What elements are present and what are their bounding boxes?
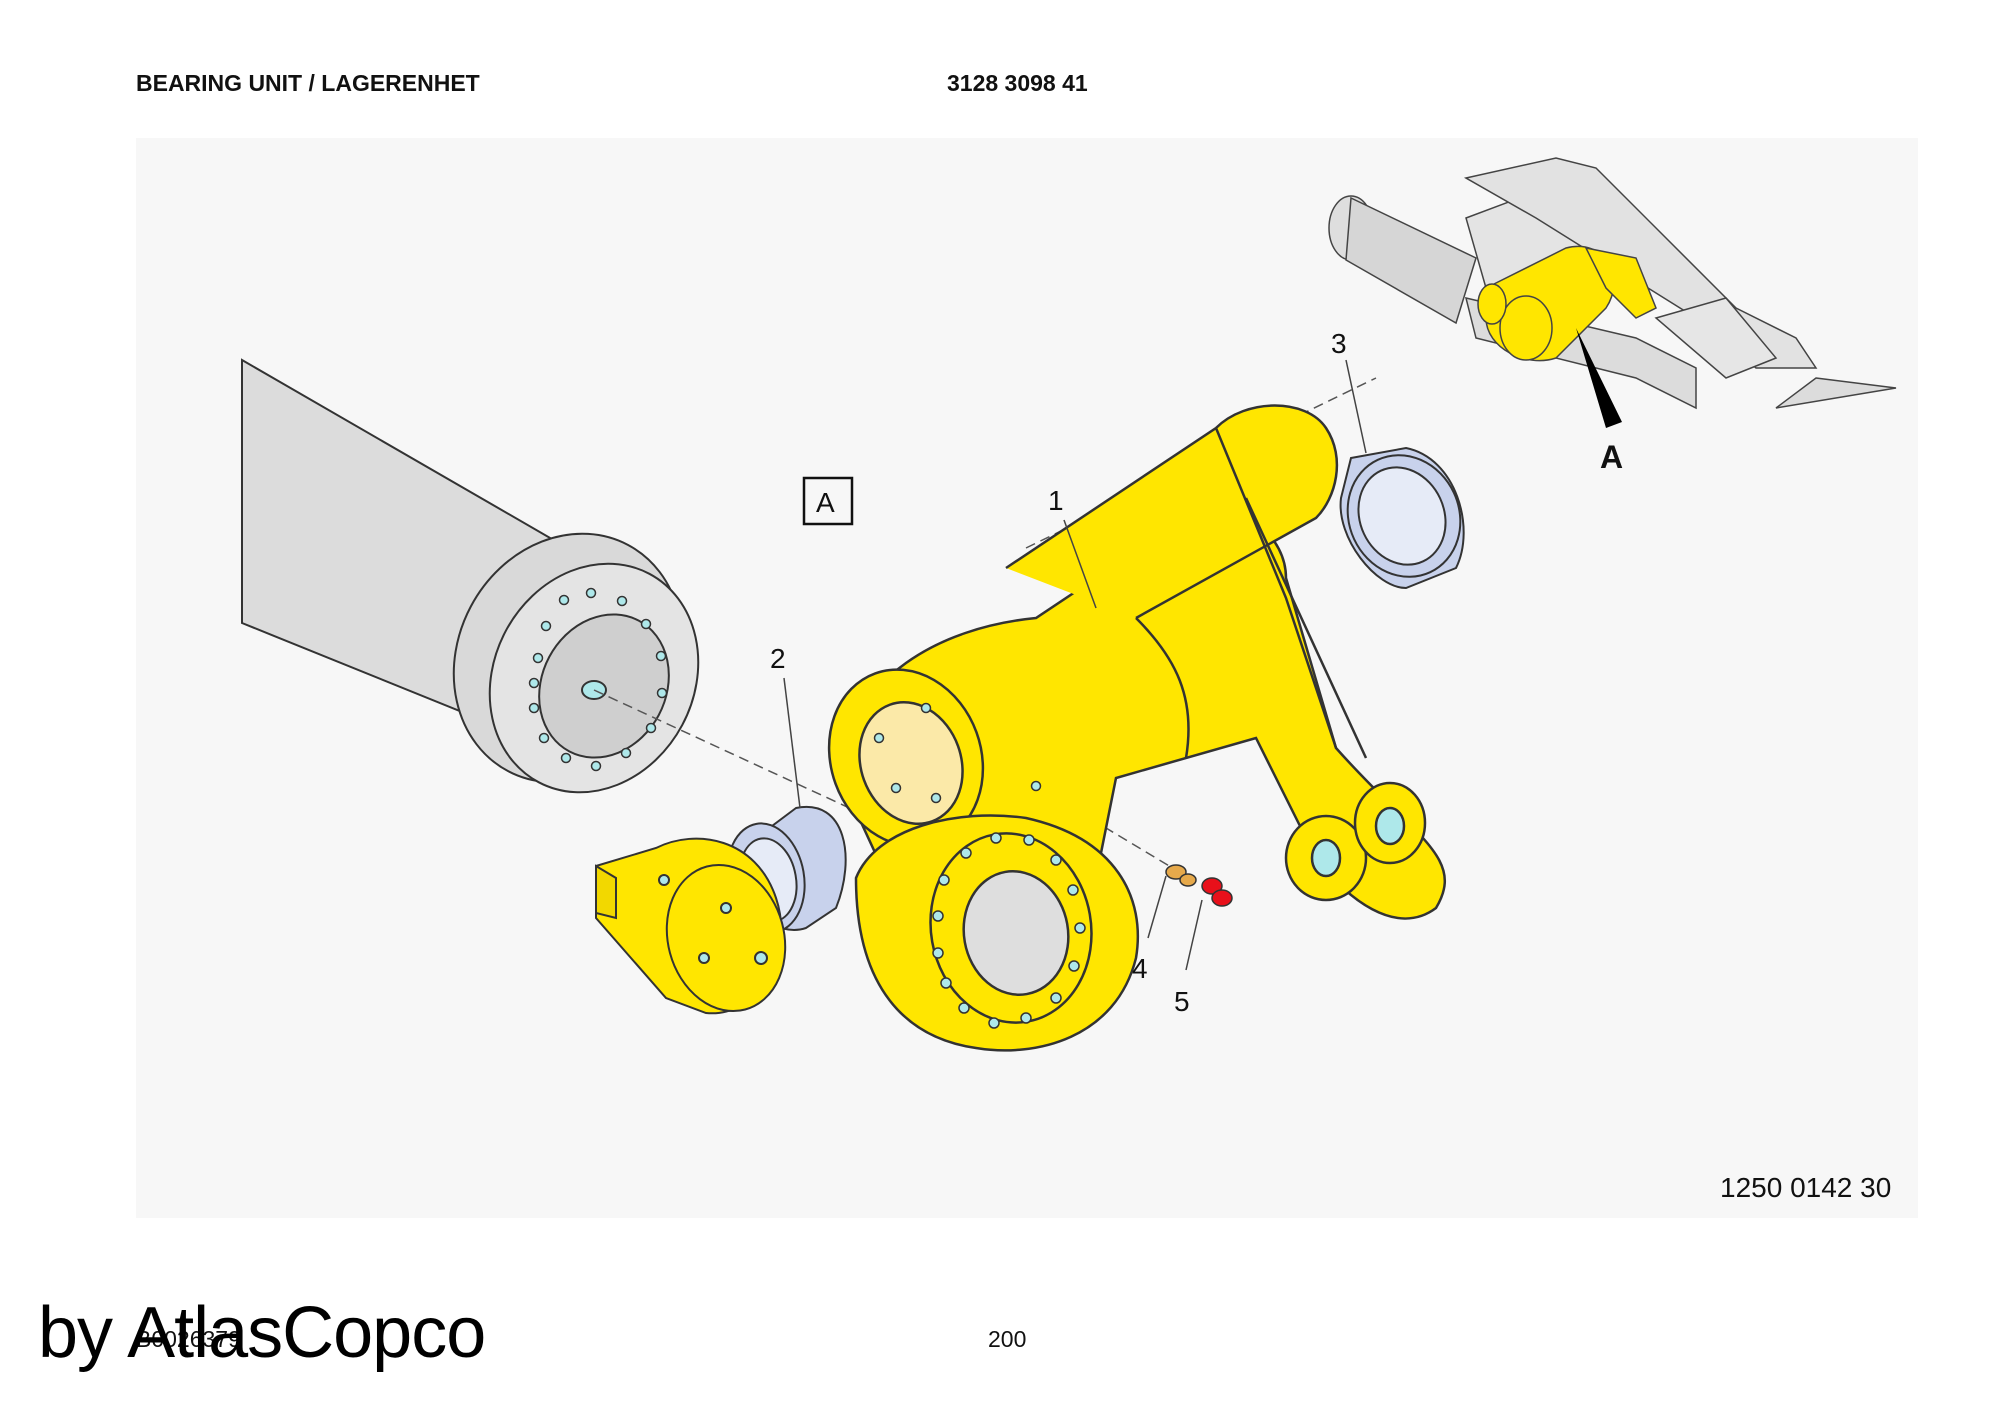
part-number: 3128 3098 41: [947, 70, 1088, 96]
drawing-canvas: 1 2 3 4 5 A A: [241, 157, 1897, 1052]
callout-1: 1: [1048, 485, 1064, 516]
bushing-3: [1339, 446, 1465, 590]
document-code: B0026379: [136, 1326, 241, 1352]
cylinder-bolt-holes: [528, 587, 668, 772]
watermark: by AtlasCopco: [38, 1293, 486, 1373]
end-cap: [595, 837, 787, 1015]
exploded-view-drawing: 1 2 3 4 5 A A: [136, 138, 1918, 1218]
leader-lines: [783, 359, 1367, 971]
location-pointer: A: [1576, 328, 1623, 475]
view-label-box: A: [802, 476, 854, 526]
plug-5: [1201, 877, 1233, 907]
bearing-housing: [827, 404, 1447, 1052]
overview-thumbnail: [1328, 157, 1897, 410]
callout-4: 4: [1132, 953, 1148, 984]
reference-number: 1250 0142 30: [1720, 1172, 1892, 1203]
callout-5: 5: [1174, 986, 1190, 1017]
grease-nipple-4: [1165, 864, 1197, 887]
flange-bolt-holes: [873, 702, 1086, 1029]
callout-3: 3: [1331, 328, 1347, 359]
page-number: 200: [988, 1326, 1027, 1352]
cylinder: [241, 358, 700, 794]
location-marker: A: [1600, 439, 1623, 475]
document-title: BEARING UNIT / LAGERENHET: [136, 70, 480, 96]
callout-2: 2: [770, 643, 786, 674]
view-label: A: [816, 487, 835, 518]
